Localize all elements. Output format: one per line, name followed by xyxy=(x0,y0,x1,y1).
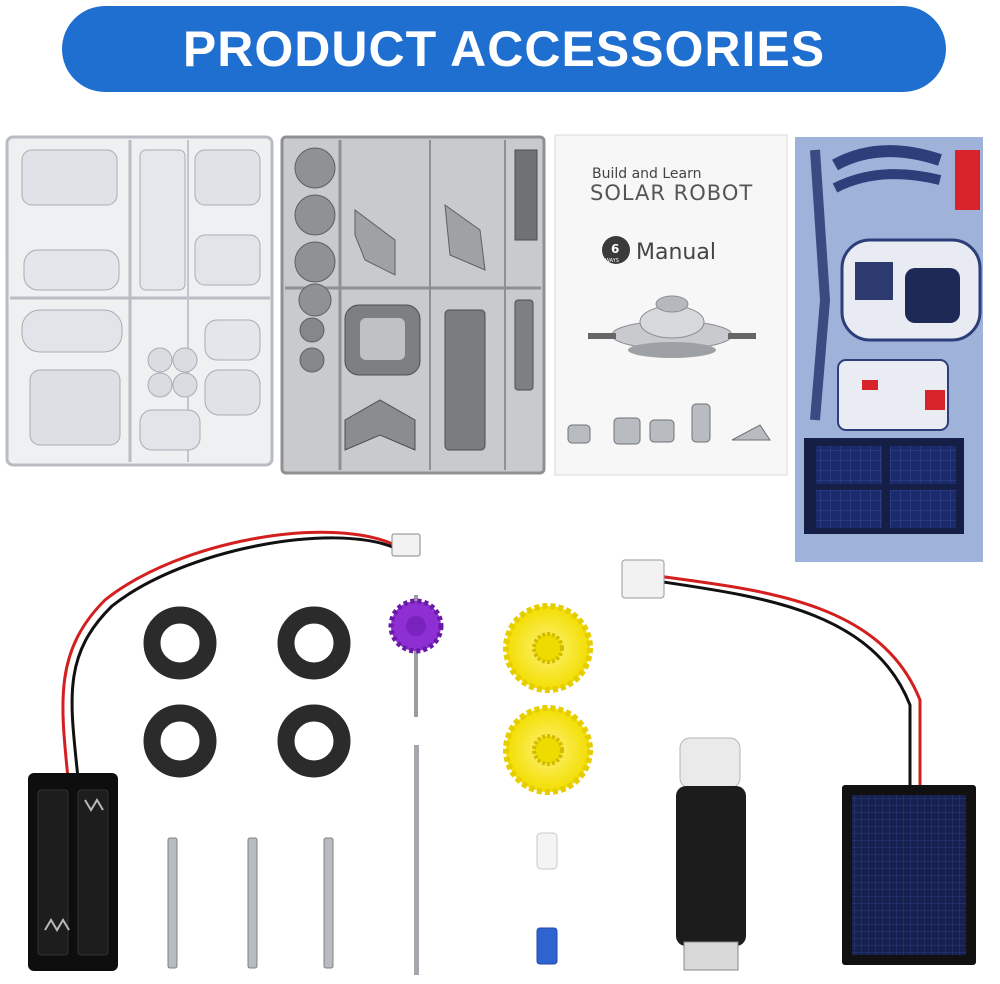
title-banner: PRODUCT ACCESSORIES xyxy=(62,6,946,92)
badge-number: 6 xyxy=(611,242,619,256)
foam-rings xyxy=(143,606,351,778)
purple-gear-shaft xyxy=(388,595,444,717)
metal-pins xyxy=(167,837,334,969)
sticker-sheet xyxy=(795,137,983,562)
yellow-gears xyxy=(503,603,593,795)
badge-word: WAYS xyxy=(605,258,619,264)
battery-box-with-wire xyxy=(28,530,421,971)
manual-title: Manual xyxy=(636,240,716,265)
banner-title: PRODUCT ACCESSORIES xyxy=(182,21,826,77)
manual-heading-small: Build and Learn xyxy=(592,166,702,182)
instruction-manual: Build and Learn SOLAR ROBOT 6 WAYS Manua… xyxy=(554,134,788,476)
manual-heading-large: SOLAR ROBOT xyxy=(590,181,753,205)
white-plastic-sprue xyxy=(5,135,274,467)
motor-with-wire xyxy=(621,559,922,971)
badge-icon xyxy=(602,236,630,264)
solar-panel xyxy=(842,785,976,965)
metal-shaft xyxy=(414,745,419,975)
small-sleeves xyxy=(536,832,558,965)
gray-plastic-sprue xyxy=(280,135,546,475)
